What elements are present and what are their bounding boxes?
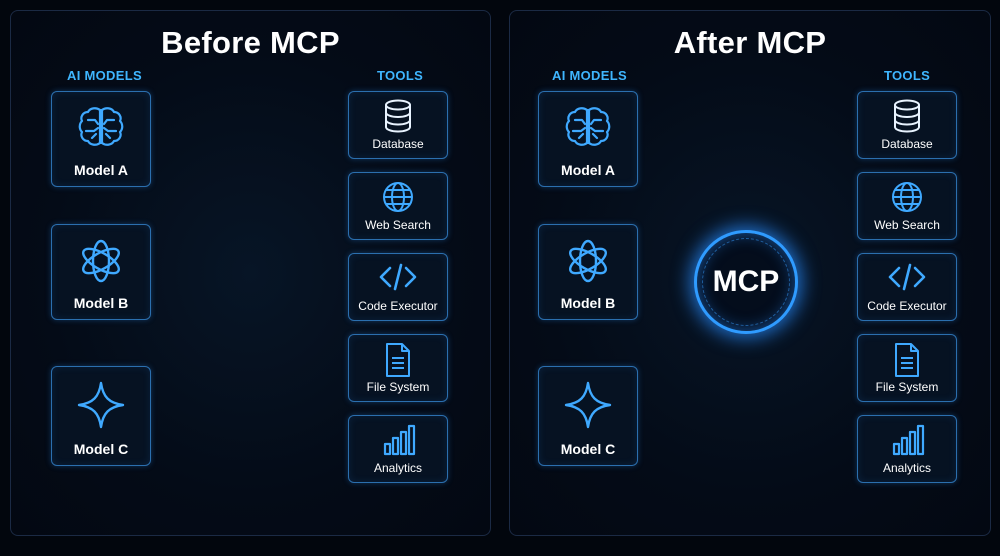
before-tool-web-search: Web Search [348, 172, 448, 240]
mcp-hub: MCP [694, 230, 798, 334]
tool-label: File System [875, 380, 939, 394]
bar-chart-icon [892, 424, 925, 456]
model-label: Model C [560, 441, 616, 457]
after-title: After MCP [673, 25, 827, 60]
tool-label: Analytics [373, 461, 423, 475]
tool-label: Code Executor [867, 299, 947, 313]
model-label: Model B [560, 295, 616, 311]
openai-knot-icon [569, 239, 607, 283]
mcp-hub-label: MCP [712, 265, 780, 298]
model-label: Model B [73, 295, 129, 311]
bar-chart-icon [383, 424, 416, 456]
globe-icon [383, 182, 413, 212]
before-tool-analytics: Analytics [348, 415, 448, 483]
after-tool-web-search: Web Search [857, 172, 957, 240]
after-tool-file-system: File System [857, 334, 957, 402]
before-model-a-card: Model A [51, 91, 151, 187]
tool-label: Code Executor [358, 299, 438, 313]
before-tool-database: Database [348, 91, 448, 159]
tool-label: Analytics [882, 461, 932, 475]
tool-label: Web Search [365, 218, 431, 232]
database-icon [385, 99, 411, 133]
mcp-hub-ring [702, 238, 790, 326]
code-brackets-icon [888, 263, 926, 291]
openai-knot-icon [82, 239, 120, 283]
database-icon [894, 99, 920, 133]
brain-icon [565, 107, 611, 146]
sparkle-star-icon [564, 381, 612, 429]
after-model-c-card: Model C [538, 366, 638, 466]
before-model-b-card: Model B [51, 224, 151, 320]
after-tool-database: Database [857, 91, 957, 159]
before-tool-file-system: File System [348, 334, 448, 402]
sparkle-star-icon [77, 381, 125, 429]
before-tool-code-executor: Code Executor [348, 253, 448, 321]
tool-label: Database [881, 137, 933, 151]
document-icon [386, 343, 410, 377]
after-tool-code-executor: Code Executor [857, 253, 957, 321]
tool-label: File System [366, 380, 430, 394]
after-model-b-card: Model B [538, 224, 638, 320]
after-tools-heading: TOOLS [884, 68, 931, 83]
tool-label: Database [372, 137, 424, 151]
after-tool-analytics: Analytics [857, 415, 957, 483]
model-label: Model A [561, 162, 615, 178]
model-label: Model A [74, 162, 128, 178]
before-model-c-card: Model C [51, 366, 151, 466]
code-brackets-icon [379, 263, 417, 291]
before-tools-heading: TOOLS [377, 68, 424, 83]
brain-icon [78, 107, 124, 146]
after-model-a-card: Model A [538, 91, 638, 187]
document-icon [895, 343, 919, 377]
after-models-heading: AI MODELS [552, 68, 627, 83]
model-label: Model C [73, 441, 129, 457]
tool-label: Web Search [874, 218, 940, 232]
globe-icon [892, 182, 922, 212]
before-models-heading: AI MODELS [67, 68, 142, 83]
before-title: Before MCP [161, 25, 340, 60]
